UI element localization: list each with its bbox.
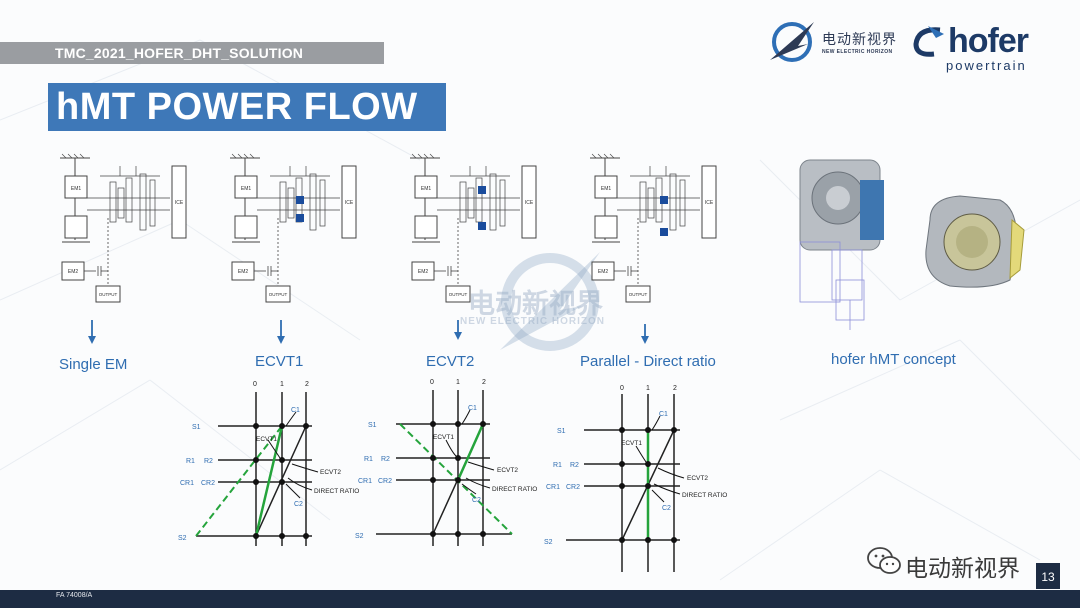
watermark-en: NEW ELECTRIC HORIZON <box>460 316 605 327</box>
node-label: S1 <box>192 424 201 431</box>
slide-title: hMT POWER FLOW <box>48 83 446 131</box>
electric-horizon-logo-icon <box>770 22 814 62</box>
wechat-account-name: 电动新视界 <box>905 555 1020 581</box>
node-label: R1 <box>553 462 562 469</box>
powertrain-text: powertrain <box>946 58 1027 73</box>
node-label: R1 <box>186 458 195 465</box>
caption-ecvt2: ECVT2 <box>426 353 475 370</box>
node-label: CR1 <box>358 478 372 485</box>
wechat-icon <box>867 547 901 574</box>
annotation: DIRECT RATIO <box>492 486 537 493</box>
tick-label: 2 <box>305 381 309 388</box>
logo-en-text: NEW ELECTRIC HORIZON <box>822 49 893 55</box>
node-label: R2 <box>381 456 390 463</box>
topology-single-em <box>59 153 187 303</box>
clutch-marker <box>660 196 668 204</box>
clutch-marker <box>296 196 304 204</box>
node-label: S2 <box>544 539 553 546</box>
watermark-swirl-icon <box>500 252 600 351</box>
tick-label: 0 <box>430 379 434 386</box>
lever-diagram-ecvt2: 0 1 2 S1 R1 R2 CR1 CR2 S2 C1 C2 ECVT1 EC… <box>355 379 537 546</box>
hofer-hmt-product-image <box>799 159 1025 330</box>
caption-hofer-concept: hofer hMT concept <box>831 351 956 368</box>
tick-label: 0 <box>620 385 624 392</box>
node-label: C1 <box>291 407 300 414</box>
annotation: ECVT1 <box>433 434 454 441</box>
watermark-cn: 电动新视界 <box>468 289 603 319</box>
caption-ecvt1: ECVT1 <box>255 353 304 370</box>
hofer-logo-text: hofer <box>948 22 1029 60</box>
tick-label: 1 <box>456 379 460 386</box>
node-label: S2 <box>355 533 364 540</box>
node-label: CR2 <box>566 484 580 491</box>
footer-bar: FA 74008/A <box>0 590 1080 608</box>
node-label: CR2 <box>201 480 215 487</box>
annotation: ECVT1 <box>621 440 642 447</box>
node-label: C2 <box>294 501 303 508</box>
header-bar: TMC_2021_HOFER_DHT_SOLUTION <box>0 42 384 64</box>
node-label: C2 <box>472 497 481 504</box>
lever-diagram-parallel: 0 1 2 S1 R1 R2 CR1 CR2 S2 C1 C2 ECVT1 EC… <box>544 385 727 572</box>
topology-ecvt1 <box>229 153 357 303</box>
node-label: C1 <box>659 411 668 418</box>
node-label: C2 <box>662 505 671 512</box>
tick-label: 2 <box>673 385 677 392</box>
topology-ecvt2 <box>409 153 537 303</box>
tick-label: 2 <box>482 379 486 386</box>
hofer-swirl-icon <box>913 26 944 57</box>
lever-diagrams: 0 1 2 S1 R1 R2 CR1 CR2 S2 C1 C2 ECVT1 EC… <box>178 379 727 572</box>
clutch-marker <box>296 214 304 222</box>
node-label: CR1 <box>546 484 560 491</box>
tick-label: 1 <box>280 381 284 388</box>
tick-label: 0 <box>253 381 257 388</box>
clutch-marker <box>660 228 668 236</box>
node-label: S1 <box>557 428 566 435</box>
node-label: C1 <box>468 405 477 412</box>
node-label: S2 <box>178 535 187 542</box>
clutch-marker <box>478 222 486 230</box>
page-number: 13 <box>1036 563 1060 589</box>
logo-cn-text: 电动新视界 <box>822 31 897 47</box>
annotation: DIRECT RATIO <box>314 488 359 495</box>
header-text: TMC_2021_HOFER_DHT_SOLUTION <box>55 45 304 61</box>
node-label: R2 <box>570 462 579 469</box>
annotation: ECVT2 <box>687 475 708 482</box>
annotation: ECVT1 <box>256 436 277 443</box>
lever-diagram-ecvt1: 0 1 2 S1 R1 R2 CR1 CR2 S2 C1 C2 ECVT1 EC… <box>178 381 359 546</box>
node-label: CR2 <box>378 478 392 485</box>
clutch-marker <box>478 186 486 194</box>
annotation: ECVT2 <box>320 469 341 476</box>
caption-single-em: Single EM <box>59 356 128 373</box>
tick-label: 1 <box>646 385 650 392</box>
node-label: R2 <box>204 458 213 465</box>
slide-title-text: hMT POWER FLOW <box>56 86 418 128</box>
node-label: S1 <box>368 422 377 429</box>
annotation: DIRECT RATIO <box>682 492 727 499</box>
caption-parallel: Parallel - Direct ratio <box>580 353 716 370</box>
annotation: ECVT2 <box>497 467 518 474</box>
node-label: R1 <box>364 456 373 463</box>
document-code: FA 74008/A <box>56 592 93 599</box>
flow-arrows <box>88 320 649 344</box>
topology-parallel <box>589 153 717 303</box>
node-label: CR1 <box>180 480 194 487</box>
topology-schematics: EM1 ICE EM2 OUTPUT <box>59 153 717 303</box>
